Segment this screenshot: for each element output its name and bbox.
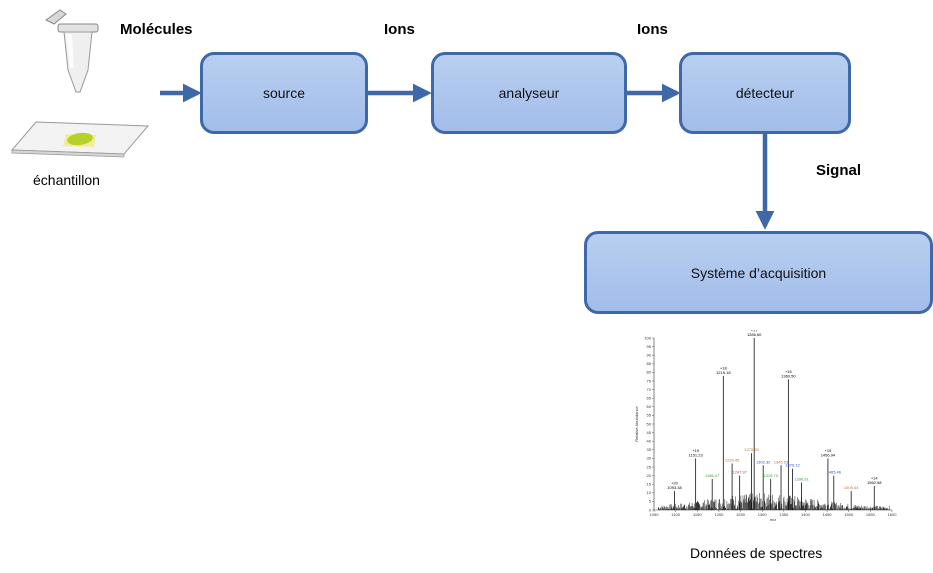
y-tick-label: 55: [647, 413, 652, 418]
y-tick-label: 35: [647, 447, 652, 452]
peak-label: 1302.32: [756, 459, 771, 464]
y-tick-label: 50: [647, 421, 652, 426]
peak-label: +17: [751, 330, 759, 333]
signal-label: Signal: [816, 162, 862, 179]
peak-label: 1345.53: [774, 459, 789, 464]
peak-label: 1247.97: [732, 470, 747, 475]
peak-label: 1456.94: [821, 452, 836, 457]
y-tick-label: 60: [647, 404, 652, 409]
peak-label: 1465.46: [827, 470, 842, 475]
peak-label: 1151.23: [689, 452, 704, 457]
y-tick-label: 45: [647, 430, 652, 435]
y-tick-label: 70: [647, 387, 652, 392]
sample-label: échantillon: [33, 172, 100, 188]
acquisition-box-label: Système d’acquisition: [690, 264, 827, 281]
y-axis-label: Relative Abundance: [634, 405, 639, 441]
peak-label: +18: [720, 365, 728, 370]
peak-label: 1319.70: [763, 473, 778, 478]
x-tick-label: 1600: [888, 512, 898, 517]
peak-label: 1286.60: [747, 332, 762, 337]
x-tick-label: 1250: [736, 512, 746, 517]
source-box-label: source: [262, 85, 306, 101]
y-tick-label: 0: [649, 507, 652, 512]
peak-label: +19: [692, 448, 700, 453]
molecules-label: Molécules: [120, 21, 193, 38]
ions-label-1: Ions: [384, 21, 415, 38]
analyzer-box: analyseur: [431, 52, 627, 134]
y-tick-label: 100: [644, 335, 651, 340]
y-tick-label: 5: [649, 499, 652, 504]
peak-label: 1275.23: [744, 447, 759, 452]
detector-box: détecteur: [679, 52, 851, 134]
source-box: source: [200, 52, 368, 134]
peak-label: 1396.91: [794, 476, 809, 481]
peak-label: +16: [785, 369, 793, 374]
x-tick-label: 1400: [801, 512, 811, 517]
peak-label: +15: [825, 448, 833, 453]
x-tick-label: 1050: [650, 512, 660, 517]
x-tick-label: 1200: [714, 512, 724, 517]
peak-label: 1233.45: [725, 458, 740, 463]
x-tick-label: 1500: [844, 512, 854, 517]
peak-label: 1186.47: [705, 473, 720, 478]
y-tick-label: 85: [647, 361, 652, 366]
spectra-data-label: Données de spectres: [690, 545, 823, 561]
peak-label: 1360.50: [781, 373, 796, 378]
peak-label: +20: [671, 481, 679, 486]
x-tick-label: 1350: [779, 512, 789, 517]
peak-label: 1370.12: [785, 463, 800, 468]
sample-slide-icon: [10, 121, 150, 158]
y-tick-label: 40: [647, 439, 652, 444]
y-tick-label: 10: [647, 490, 652, 495]
y-tick-label: 15: [647, 482, 652, 487]
peak-label: 1093.38: [667, 485, 682, 490]
peak-label: 1562.98: [867, 480, 882, 485]
detector-box-label: détecteur: [735, 85, 795, 101]
x-tick-label: 1150: [693, 512, 702, 517]
y-tick-label: 95: [647, 344, 652, 349]
y-tick-label: 90: [647, 353, 652, 358]
mass-spectrum-chart: 0 5 10 15 20 25 30 35 40 45 50 55 60 65 70 75 80 85 90 95 10…: [634, 330, 898, 522]
peak-label: +14: [871, 475, 879, 480]
peak-label: 1505.64: [844, 485, 859, 490]
y-tick-label: 30: [647, 456, 652, 461]
y-tick-label: 25: [647, 464, 652, 469]
x-tick-label: 1300: [758, 512, 768, 517]
x-tick-label: 1100: [671, 512, 680, 517]
spectrum-noise: [658, 493, 890, 510]
sample-tube-icon: [45, 9, 99, 93]
y-tick-label: 80: [647, 370, 652, 375]
x-tick-label: 1450: [823, 512, 833, 517]
x-axis-label: m/z: [770, 517, 776, 522]
y-tick-label: 20: [647, 473, 652, 478]
y-tick-label: 65: [647, 396, 652, 401]
acquisition-box: Système d’acquisition: [584, 231, 933, 314]
y-tick-label: 75: [647, 378, 652, 383]
ions-label-2: Ions: [637, 21, 668, 38]
peak-label: 1215.18: [716, 370, 731, 375]
x-tick-label: 1550: [866, 512, 876, 517]
analyzer-box-label: analyseur: [498, 85, 560, 101]
